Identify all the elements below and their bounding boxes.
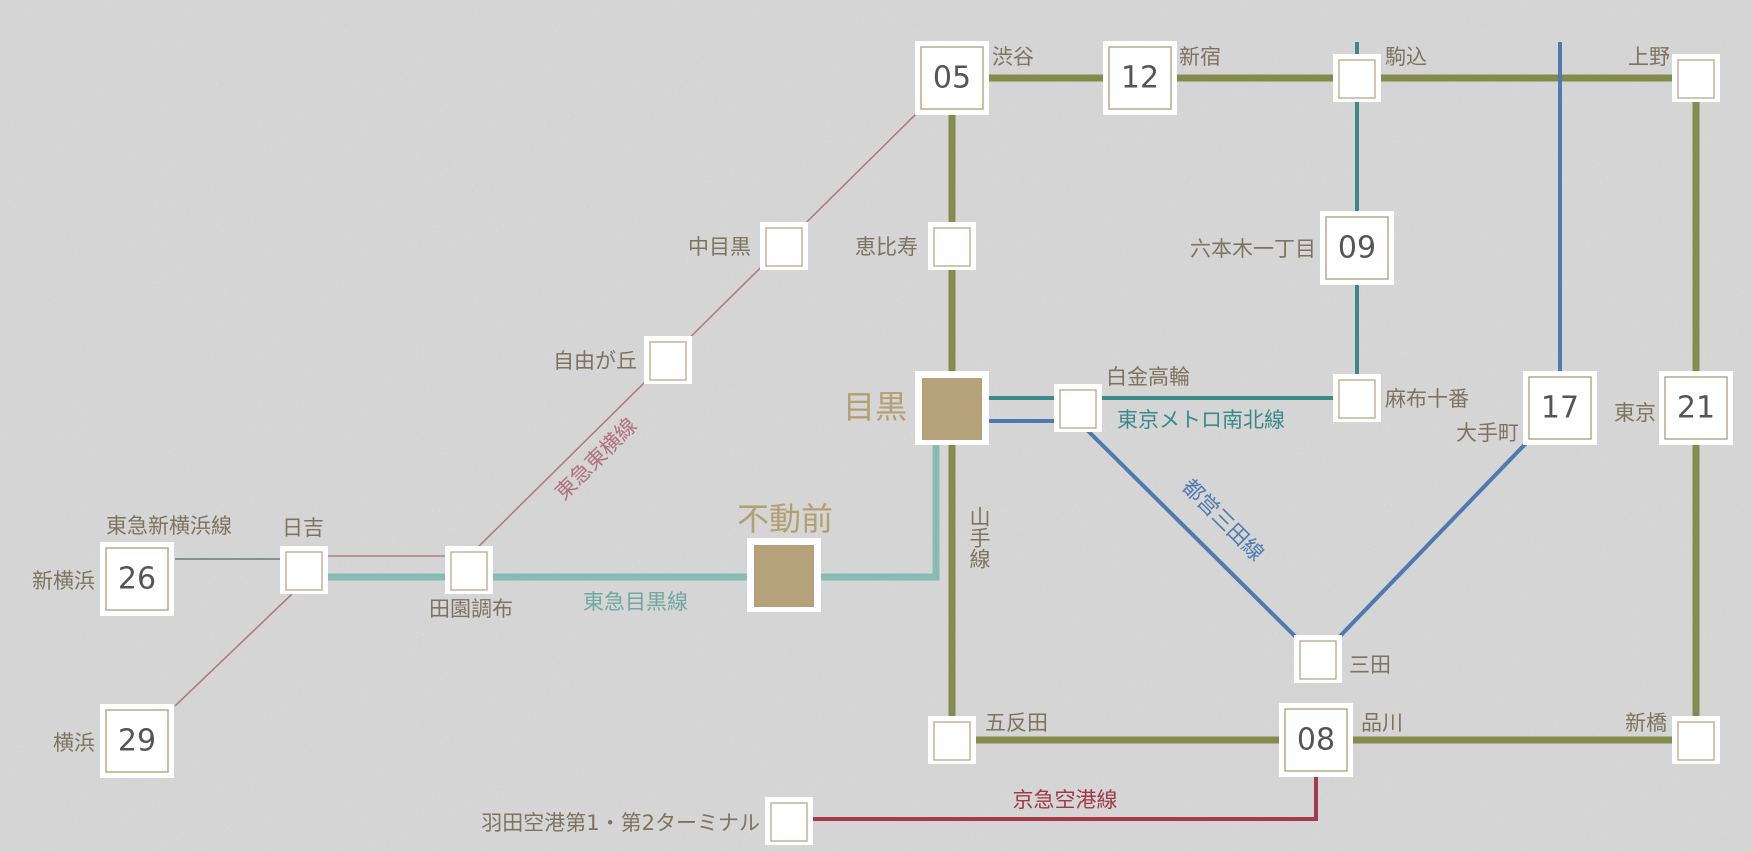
station-number: 09 [1338,231,1376,266]
station-number: 12 [1121,61,1159,96]
label-nakameguro: 中目黒 [688,235,751,259]
keikyu-line [789,770,1318,821]
station-shinjuku[interactable]: 12 [1103,41,1177,115]
label-otemachi: 大手町 [1456,421,1519,445]
label-shinjuku: 新宿 [1179,45,1221,69]
station-hiyoshi[interactable] [280,546,328,594]
station-number: 05 [933,61,971,96]
station-fudomae[interactable] [747,538,821,612]
station-yokohama[interactable]: 29 [100,704,174,778]
station-number: 08 [1297,723,1335,758]
station-nakameguro[interactable] [760,222,808,270]
station-number: 29 [118,724,156,759]
label-ueno: 上野 [1628,45,1670,69]
label-denen: 田園調布 [429,597,513,621]
label-tokyo: 東京 [1614,401,1656,425]
station-number: 17 [1541,391,1579,426]
station-number: 21 [1677,391,1715,426]
label-meguro-line: 東急目黒線 [583,590,688,614]
label-ebisu: 恵比寿 [855,235,918,259]
label-mita: 三田 [1349,653,1391,677]
station-jiyugaoka[interactable] [644,336,692,384]
label-shin-yokohama-line: 東急新横浜線 [106,514,232,538]
label-shimbashi: 新橋 [1625,711,1667,735]
station-roppongi[interactable]: 09 [1320,211,1394,285]
station-azabu[interactable] [1333,374,1381,422]
station-denen[interactable] [445,546,493,594]
station-gotanda[interactable] [928,716,976,764]
meguro-line [304,440,940,581]
label-meguro: 目黒 [843,388,907,426]
label-hiyoshi: 日吉 [282,516,324,540]
station-shimbashi[interactable] [1672,716,1720,764]
station-ebisu[interactable] [928,222,976,270]
station-number: 26 [118,562,156,597]
label-azabu: 麻布十番 [1385,387,1469,411]
label-keikyu-line: 京急空港線 [1013,788,1118,812]
station-komagome[interactable] [1333,54,1381,102]
station-shirokane[interactable] [1054,384,1102,432]
label-shibuya: 渋谷 [992,45,1034,69]
label-jiyugaoka: 自由が丘 [553,349,637,373]
station-shibuya[interactable]: 05 [915,41,989,115]
label-shirokane: 白金高輪 [1106,365,1190,389]
label-fudomae: 不動前 [737,500,833,538]
label-haneda: 羽田空港第1・第2ターミナル [481,811,760,835]
label-shinagawa: 品川 [1361,711,1403,735]
station-tokyo[interactable]: 21 [1659,371,1733,445]
station-meguro[interactable] [915,371,989,445]
label-komagome: 駒込 [1385,45,1427,69]
label-gotanda: 五反田 [985,711,1048,735]
station-haneda[interactable] [765,797,813,845]
station-ueno[interactable] [1672,54,1720,102]
label-roppongi: 六本木一丁目 [1190,237,1316,261]
label-yokohama: 横浜 [53,731,95,755]
station-mita[interactable] [1294,635,1342,683]
station-otemachi[interactable]: 17 [1523,371,1597,445]
label-namboku-line: 東京メトロ南北線 [1117,408,1285,432]
station-shinyokohama[interactable]: 26 [100,542,174,616]
label-yamanote-line: 山手線 [967,506,991,569]
label-shinyokohama: 新横浜 [32,569,95,593]
station-shinagawa[interactable]: 08 [1279,703,1353,777]
